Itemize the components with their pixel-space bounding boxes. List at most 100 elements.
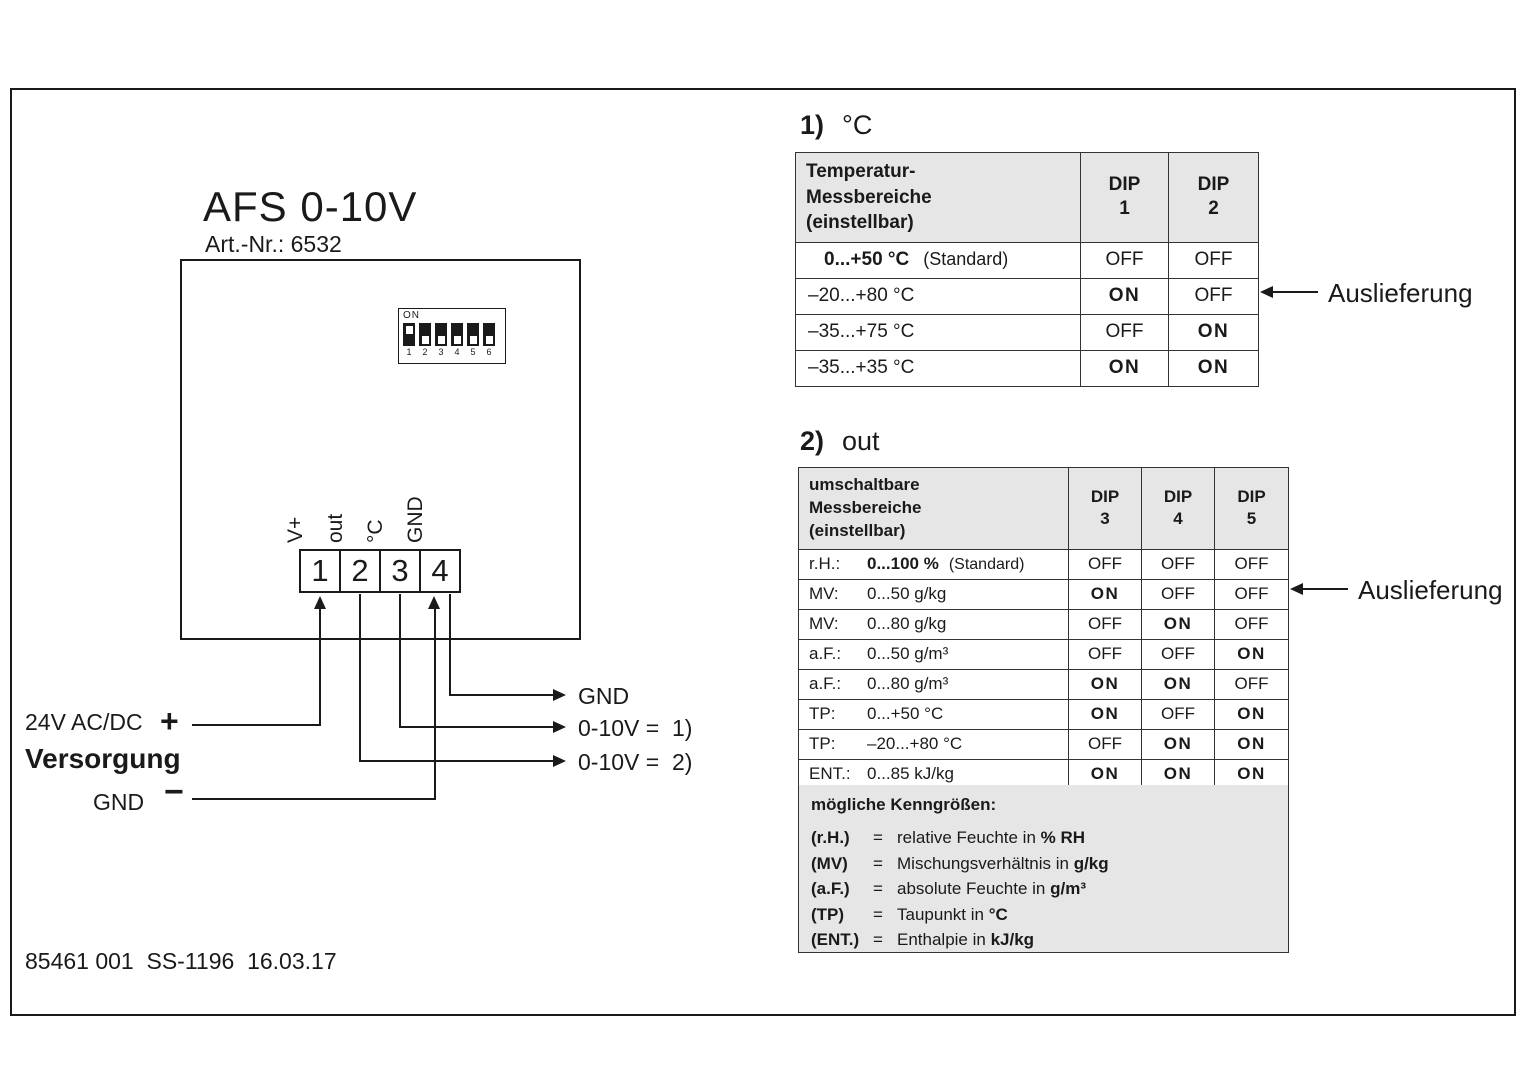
delivery-label-2: Auslieferung (1358, 575, 1503, 605)
dip3-state: ON (1068, 668, 1142, 700)
quantity-key: a.F.: (809, 644, 842, 664)
supply-title: Versorgung (25, 743, 181, 774)
range-cell: 0...+50 °C(Standard) (795, 241, 1081, 279)
range-cell: r.H.:0...100 %(Standard) (798, 548, 1069, 580)
dip3-state: ON (1068, 578, 1142, 610)
table1-header-ranges: Temperatur- Messbereiche (einstellbar) (795, 152, 1081, 243)
table2-row: MV:0...50 g/kg ON OFF OFF (798, 578, 1289, 610)
legend-item: (TP)=Taupunkt in °C (811, 902, 1276, 928)
dip-switch (483, 323, 495, 346)
quantity-key: TP: (809, 734, 836, 754)
legend-block: mögliche Kenngrößen: (r.H.)=relative Feu… (798, 785, 1289, 953)
wire-vplus-horizontal (192, 724, 321, 726)
wire-out2-vertical (359, 594, 361, 762)
dip-switch (419, 323, 431, 346)
wire-out2-horizontal (359, 760, 555, 762)
range-cell: TP: 0...+50 °C (798, 698, 1069, 730)
dip3-state: OFF (1068, 638, 1142, 670)
delivery-line-1 (1273, 291, 1318, 293)
range-value: 0...100 % (867, 554, 939, 574)
range-value: 0...+50 °C (867, 704, 944, 724)
range-value: 0...50 g/m³ (867, 644, 949, 664)
legend-desc: relative Feuchte in (897, 828, 1036, 847)
table2-header-row: umschaltbare Messbereiche (einstellbar) … (798, 467, 1289, 550)
dip3-state: OFF (1068, 608, 1142, 640)
terminal-4: 4 (419, 549, 461, 593)
legend-key: (ENT.) (811, 930, 860, 949)
dip4-state: ON (1141, 758, 1215, 790)
wire-gndin-vertical (434, 609, 436, 800)
dip3-state: ON (1068, 698, 1142, 730)
table1-row: –20...+80 °C ON OFF (795, 277, 1259, 315)
range-cell: –35...+75 °C (795, 313, 1081, 351)
table2-row: ENT.:0...85 kJ/kg ON ON ON (798, 758, 1289, 790)
range-cell: ENT.:0...85 kJ/kg (798, 758, 1069, 790)
legend-unit: °C (988, 904, 1008, 924)
legend-item: (a.F.)=absolute Feuchte in g/m³ (811, 876, 1276, 902)
table2-row: MV:0...80 g/kg OFF ON OFF (798, 608, 1289, 640)
range-value: 0...80 g/kg (867, 614, 947, 634)
range-value: 0...+50 °C (824, 249, 910, 271)
legend-unit: % RH (1040, 828, 1086, 847)
dip3-state: OFF (1068, 728, 1142, 760)
legend-item: (ENT.) = Enthalpie in kJ/kg (811, 927, 1276, 953)
section-2-title: out (842, 426, 880, 456)
document-number: 85461 001 SS-1196 16.03.17 (25, 948, 337, 974)
equals-sign: = (873, 930, 883, 949)
delivery-line-2 (1303, 588, 1348, 590)
range-value: 0...50 g/kg (867, 584, 947, 604)
wire-gndout-horizontal (449, 694, 555, 696)
table1-row: 0...+50 °C(Standard) OFF OFF (795, 241, 1259, 279)
delivery-arrow-2 (1290, 583, 1303, 595)
wire-arrow-terminal-1 (314, 596, 326, 609)
table2-header-dip4: DIP 4 (1141, 467, 1215, 550)
dip-number: 6 (486, 347, 492, 357)
terminal-label-vplus: V+ (284, 516, 307, 543)
range-cell: MV: 0...50 g/kg (798, 578, 1069, 610)
dip5-state: OFF (1214, 608, 1289, 640)
dip2-state: OFF (1168, 241, 1259, 279)
range-value: –20...+80 °C (867, 734, 963, 754)
supply-gnd-label: GND (93, 789, 145, 815)
legend-key: (a.F.) (811, 879, 850, 898)
range-cell: MV:0...80 g/kg (798, 608, 1069, 640)
range-value: –35...+75 °C (808, 321, 915, 343)
supply-plus-sign: + (160, 703, 179, 739)
supply-voltage-label: 24V AC/DC (25, 709, 143, 735)
dip-number: 4 (454, 347, 460, 357)
dip1-state: OFF (1080, 313, 1169, 351)
terminal-2: 2 (339, 549, 381, 593)
quantity-key: MV: (809, 584, 839, 604)
dip3-state: OFF (1068, 548, 1142, 580)
terminal-label-degc: °C (364, 519, 387, 543)
legend-item: (MV)=Mischungsverhältnis in g/kg (811, 851, 1276, 877)
dip5-state: OFF (1214, 548, 1289, 580)
table1-header-dip1: DIP 1 (1080, 152, 1169, 243)
terminal-3: 3 (379, 549, 421, 593)
output-1-label: 0-10V = 1) (578, 715, 693, 741)
dip-number: 5 (470, 347, 476, 357)
supply-minus-sign: − (164, 773, 184, 811)
quantity-key: r.H.: (809, 554, 841, 574)
legend-unit: kJ/kg (990, 930, 1035, 949)
equals-sign: = (873, 879, 883, 898)
quantity-key: TP: (809, 704, 836, 724)
wire-out1-horizontal (399, 726, 555, 728)
dip-switch (435, 323, 447, 346)
dip-number: 3 (438, 347, 444, 357)
legend-title: mögliche Kenngrößen: (811, 795, 997, 814)
wire-out1-vertical (399, 594, 401, 728)
table2-header-dip5: DIP 5 (1214, 467, 1289, 550)
legend-desc: absolute Feuchte in (897, 879, 1046, 898)
legend-desc: Enthalpie in (897, 930, 986, 949)
dip4-state: OFF (1141, 698, 1215, 730)
table2-header-dip3: DIP 3 (1068, 467, 1142, 550)
dip-switch (467, 323, 479, 346)
wire-vplus-vertical (319, 609, 321, 726)
section-1-heading: 1) °C (800, 110, 872, 141)
dip1-state: ON (1080, 349, 1169, 387)
section-1-title: °C (842, 110, 873, 140)
article-number: Art.-Nr.: 6532 (205, 231, 342, 257)
section-1-number: 1) (800, 110, 825, 140)
table2-row: TP:–20...+80 °C OFF ON ON (798, 728, 1289, 760)
